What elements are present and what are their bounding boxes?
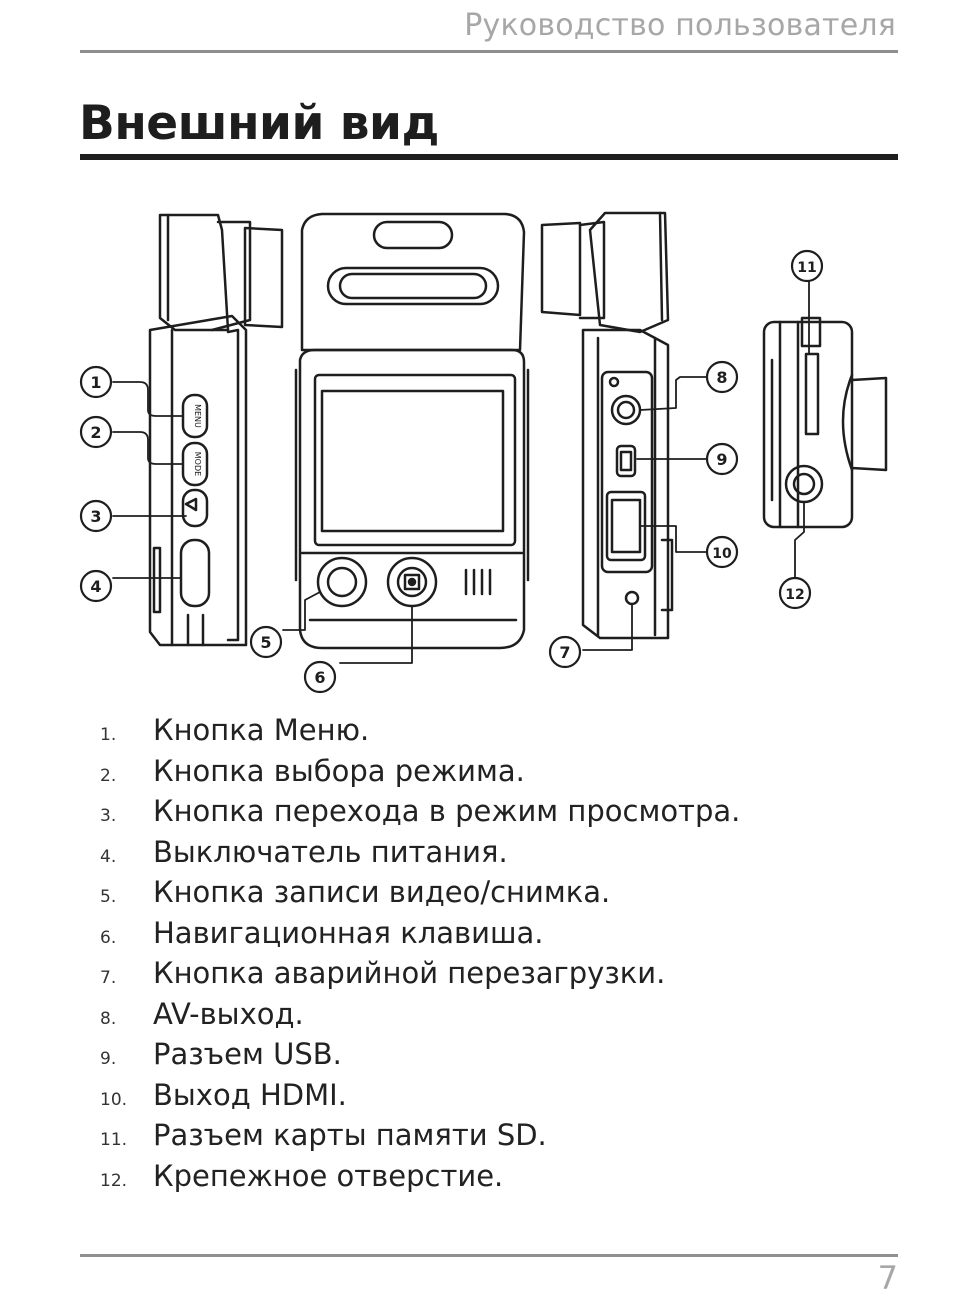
callout-7: 7 <box>559 643 570 662</box>
running-header: Руководство пользователя <box>464 8 896 43</box>
callout-circle-2 <box>79 415 113 449</box>
legend-item-number: 1. <box>100 725 117 746</box>
callout-circle-7 <box>548 635 582 669</box>
callout-6: 6 <box>314 668 325 687</box>
callout-11: 11 <box>797 260 816 276</box>
callout-circle-9 <box>705 442 739 476</box>
callout-12: 12 <box>785 587 804 603</box>
legend-item-number: 7. <box>100 968 117 989</box>
title-divider <box>80 154 898 160</box>
footer-divider <box>80 1254 898 1257</box>
menu-button-label: MENU <box>193 404 202 428</box>
camera-diagram: MENU MODE <box>79 211 888 694</box>
legend-item: 8. AV-выход. <box>100 994 740 1035</box>
legend-item-text: AV-выход. <box>153 996 304 1031</box>
legend-item-number: 10. <box>100 1089 128 1110</box>
legend-item-text: Кнопка Меню. <box>153 713 370 748</box>
callout-circle-1 <box>79 365 113 399</box>
legend-item-number: 11. <box>100 1130 128 1151</box>
legend-item-number: 9. <box>100 1049 117 1070</box>
callout-2: 2 <box>90 423 101 442</box>
legend-item-number: 5. <box>100 887 117 908</box>
legend-item-number: 8. <box>100 1008 117 1029</box>
callout-circle-5 <box>249 625 283 659</box>
legend-item-text: Навигационная клавиша. <box>153 915 544 950</box>
callout-circle-10 <box>705 535 739 569</box>
callout-3: 3 <box>90 507 101 526</box>
legend-item: 1. Кнопка Меню. <box>100 710 740 751</box>
parts-legend: 1. Кнопка Меню. 2. Кнопка выбора режима. 3… <box>100 710 740 1196</box>
legend-item: 6. Навигационная клавиша. <box>100 913 740 954</box>
callout-9: 9 <box>716 450 727 469</box>
legend-item: 3. Кнопка перехода в режим просмотра. <box>100 791 740 832</box>
camera-front-view <box>294 212 530 650</box>
legend-item-number: 3. <box>100 806 117 827</box>
legend-item-text: Крепежное отверстие. <box>153 1158 504 1193</box>
callout-circle-12 <box>778 576 812 610</box>
page-title: Внешний вид <box>79 96 439 151</box>
legend-item-text: Разъем USB. <box>153 1037 342 1072</box>
callout-circle-4 <box>79 569 113 603</box>
legend-item: 12. Крепежное отверстие. <box>100 1156 740 1197</box>
legend-item-text: Кнопка перехода в режим просмотра. <box>153 794 741 829</box>
callout-1: 1 <box>90 373 101 392</box>
legend-item: 4. Выключатель питания. <box>100 832 740 873</box>
legend-item-text: Кнопка аварийной перезагрузки. <box>153 956 666 991</box>
mode-button-label: MODE <box>193 452 202 476</box>
callout-5: 5 <box>260 633 271 652</box>
legend-item-text: Кнопка выбора режима. <box>153 753 525 788</box>
page-number: 7 <box>877 1259 898 1297</box>
legend-item: 2. Кнопка выбора режима. <box>100 751 740 792</box>
legend-item: 10. Выход HDMI. <box>100 1075 740 1116</box>
camera-right-side-view <box>540 211 674 640</box>
callout-circle-11 <box>790 249 824 283</box>
header-divider <box>80 50 898 53</box>
legend-item-text: Разъем карты памяти SD. <box>153 1118 547 1153</box>
legend-item-number: 12. <box>100 1170 128 1191</box>
legend-item-number: 4. <box>100 846 117 867</box>
leader-lines <box>112 281 810 664</box>
legend-item-text: Выключатель питания. <box>153 834 508 869</box>
legend-item-text: Кнопка записи видео/снимка. <box>153 875 611 910</box>
legend-item-text: Выход HDMI. <box>153 1077 347 1112</box>
legend-item: 7. Кнопка аварийной перезагрузки. <box>100 953 740 994</box>
callout-4: 4 <box>90 577 101 596</box>
callout-circle-6 <box>303 660 337 694</box>
callout-circle-8 <box>705 360 739 394</box>
camera-left-side-view: MENU MODE <box>148 213 284 647</box>
callout-8: 8 <box>716 368 727 387</box>
legend-item-number: 2. <box>100 765 117 786</box>
camera-bottom-view <box>762 316 888 529</box>
legend-item: 9. Разъем USB. <box>100 1034 740 1075</box>
legend-item-number: 6. <box>100 927 117 948</box>
legend-item: 11. Разъем карты памяти SD. <box>100 1115 740 1156</box>
legend-item: 5. Кнопка записи видео/снимка. <box>100 872 740 913</box>
callout-circle-3 <box>79 499 113 533</box>
callout-10: 10 <box>712 546 732 562</box>
callout-markers <box>79 249 824 694</box>
